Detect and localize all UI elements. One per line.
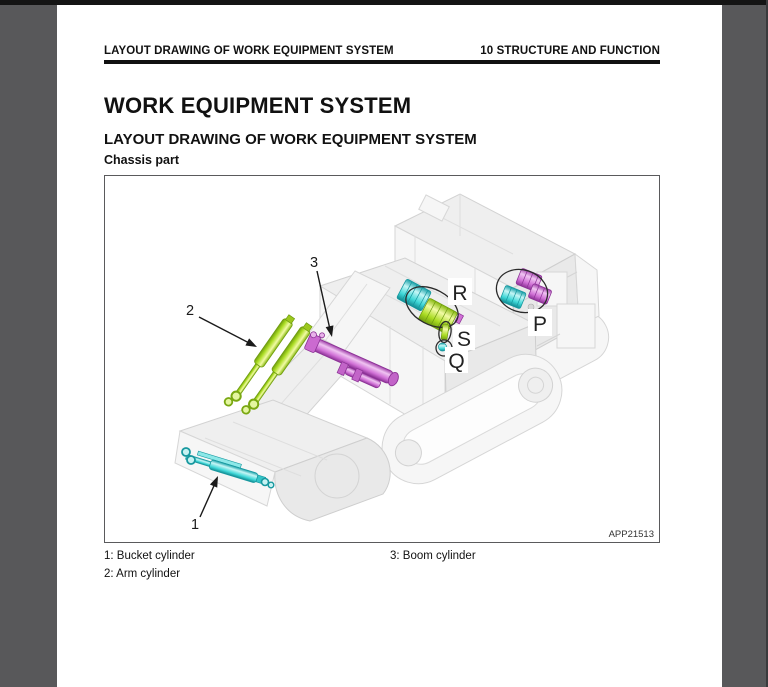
callout-2-arm-cylinder: 2	[186, 303, 257, 347]
page-title: WORK EQUIPMENT SYSTEM	[104, 93, 412, 118]
valve-stem-s	[438, 320, 452, 344]
viewer-right-edge	[766, 0, 768, 687]
excavator-layout-drawing: R S Q P 2 3	[174, 193, 654, 540]
callout-1-bucket-cylinder: 1	[191, 476, 218, 533]
ghost-excavator-body	[174, 193, 610, 522]
arm-cylinder-highlight	[223, 314, 313, 415]
label-r: R	[452, 282, 467, 305]
solenoid-q	[435, 339, 453, 357]
bucket-cylinder-highlight	[181, 447, 275, 489]
figure-chassis-layout: R S Q P 2 3	[104, 175, 660, 543]
svg-text:2: 2	[186, 303, 194, 319]
pump-group-p	[495, 268, 552, 314]
svg-text:3: 3	[310, 255, 318, 271]
running-header-right: 10 STRUCTURE AND FUNCTION	[480, 45, 660, 57]
circle-r	[405, 286, 459, 328]
running-header-left: LAYOUT DRAWING OF WORK EQUIPMENT SYSTEM	[104, 45, 394, 57]
manual-page: LAYOUT DRAWING OF WORK EQUIPMENT SYSTEM …	[57, 5, 722, 687]
label-q: Q	[448, 350, 464, 373]
section-heading: LAYOUT DRAWING OF WORK EQUIPMENT SYSTEM	[104, 131, 477, 148]
boom-cylinder-highlight	[304, 331, 399, 389]
label-s: S	[457, 328, 471, 351]
svg-text:1: 1	[191, 517, 199, 533]
label-p: P	[533, 313, 547, 336]
legend-item-bucket-cylinder: 1: Bucket cylinder	[104, 550, 195, 562]
callout-3-boom-cylinder: 3	[310, 255, 334, 337]
legend-item-boom-cylinder: 3: Boom cylinder	[390, 550, 476, 562]
figure-id: APP21513	[609, 529, 654, 540]
circle-p	[495, 268, 549, 314]
viewer-top-strip	[0, 0, 768, 5]
subsection-heading: Chassis part	[104, 153, 180, 167]
header-rule	[104, 60, 660, 64]
port-labels: R S Q P	[445, 278, 552, 373]
legend-item-arm-cylinder: 2: Arm cylinder	[104, 568, 181, 580]
